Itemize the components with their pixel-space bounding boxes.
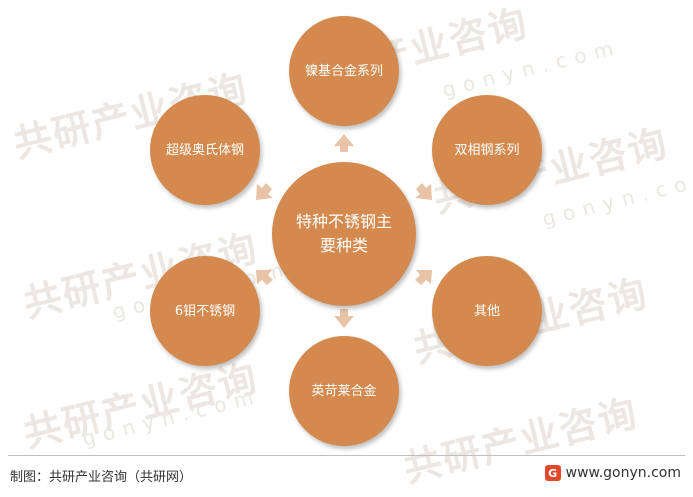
node-label: 其他 (473, 303, 500, 319)
node-other: 其他 (432, 256, 542, 366)
arrow-upper-right (415, 183, 432, 200)
node-label: 镍基合金系列 (305, 63, 384, 79)
node-6mo-stainless: 6钼不锈钢 (150, 256, 260, 366)
arrow-down (334, 309, 354, 328)
arrow-lower-left (256, 270, 273, 285)
center-label: 特种不锈钢主要种类 (295, 212, 392, 255)
arrow-up (334, 134, 354, 152)
center-node: 特种不锈钢主要种类 (272, 162, 416, 306)
source-credit: 制图：共研产业咨询（共研网） (10, 470, 193, 485)
node-label: 双相钢系列 (454, 142, 520, 158)
connector-arrows (256, 134, 432, 328)
node-duplex-steel: 双相钢系列 (432, 95, 542, 205)
footer-divider (8, 455, 685, 456)
node-incoloy: 英苛莱合金 (289, 336, 399, 446)
node-label: 英苛莱合金 (311, 383, 377, 399)
arrow-upper-left (256, 183, 273, 200)
node-label: 6钼不锈钢 (174, 303, 236, 319)
site-credit: G www.gonyn.com (544, 465, 681, 481)
node-super-austenitic: 超级奥氏体钢 (150, 95, 260, 205)
node-nickel-alloy: 镍基合金系列 (289, 16, 399, 126)
gonyn-logo-icon: G (544, 465, 561, 481)
arrow-lower-right (415, 270, 432, 285)
node-label: 超级奥氏体钢 (166, 142, 245, 158)
site-url: www.gonyn.com (565, 465, 681, 481)
